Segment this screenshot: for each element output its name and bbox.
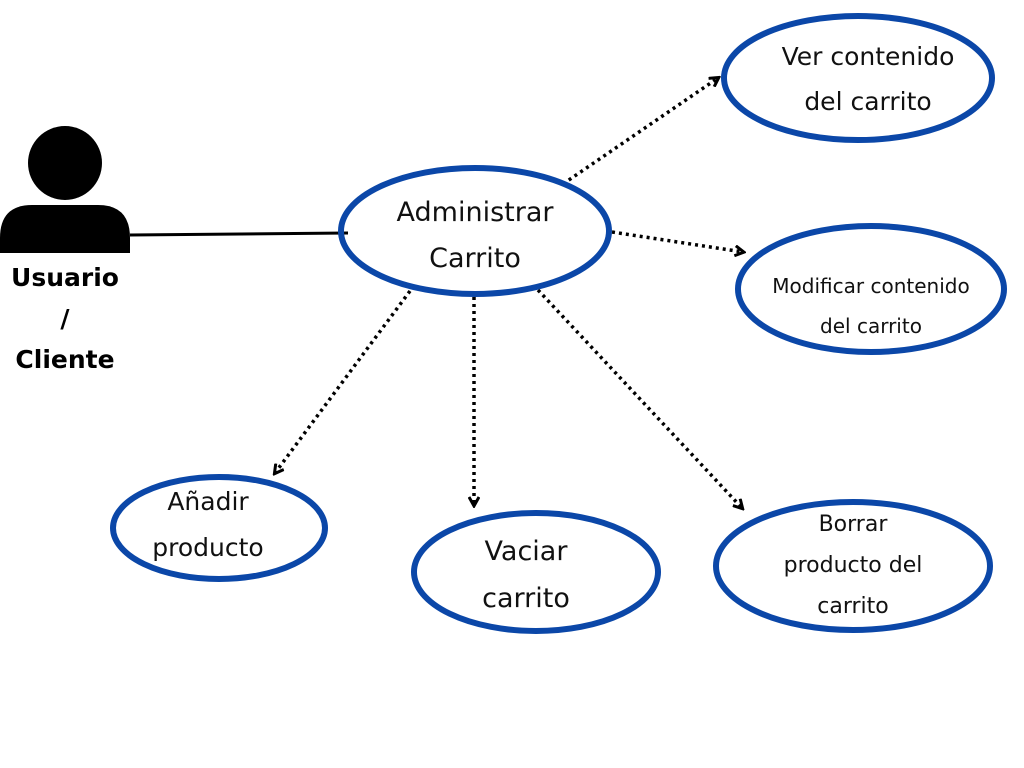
arrow-to-modificar-contenido	[611, 230, 743, 252]
modificar-contenido-label: Modificar contenido del carrito	[744, 266, 998, 346]
use-case-administrar-carrito	[338, 165, 612, 297]
use-case-modificar-contenido	[735, 223, 1007, 355]
borrar-producto-label: Borrar producto del carrito	[748, 504, 958, 627]
vaciar-carrito-line-2: carrito	[482, 583, 570, 614]
administrar-carrito-label: Administrar Carrito	[365, 190, 585, 282]
use-case-vaciar-carrito	[411, 510, 661, 634]
administrar-carrito-line-2: Carrito	[429, 243, 521, 274]
anadir-producto-line-2: producto	[152, 533, 264, 562]
modificar-contenido-line-1: Modificar contenido	[772, 274, 970, 298]
use-case-borrar-producto	[713, 499, 993, 633]
modificar-contenido-line-2: del carrito	[820, 314, 922, 338]
anadir-producto-line-1: Añadir	[167, 487, 249, 516]
ver-contenido-label: Ver contenido del carrito	[748, 34, 988, 124]
actor-figure	[0, 126, 130, 253]
borrar-producto-line-2: producto del	[783, 553, 923, 578]
actor-body	[0, 205, 130, 253]
borrar-producto-line-1: Borrar	[818, 512, 888, 537]
use-case-anadir-producto	[110, 474, 328, 582]
arrow-to-borrar-producto	[536, 288, 742, 508]
actor-label-line-2: /	[60, 304, 70, 333]
borrar-producto-line-3: carrito	[817, 594, 889, 619]
arrow-to-anadir-producto	[275, 289, 412, 473]
actor-label-line-1: Usuario	[11, 263, 119, 292]
ver-contenido-line-1: Ver contenido	[781, 42, 955, 71]
administrar-carrito-line-1: Administrar	[396, 197, 554, 228]
actor-label-line-3: Cliente	[15, 345, 115, 374]
use-case-ver-contenido	[721, 13, 995, 143]
actor-head	[28, 126, 102, 200]
arrow-to-ver-contenido	[562, 78, 718, 186]
association-line	[129, 231, 349, 237]
ver-contenido-line-2: del carrito	[804, 87, 932, 116]
vaciar-carrito-label: Vaciar carrito	[446, 528, 606, 622]
vaciar-carrito-line-1: Vaciar	[484, 536, 568, 567]
anadir-producto-label: Añadir producto	[128, 479, 288, 571]
